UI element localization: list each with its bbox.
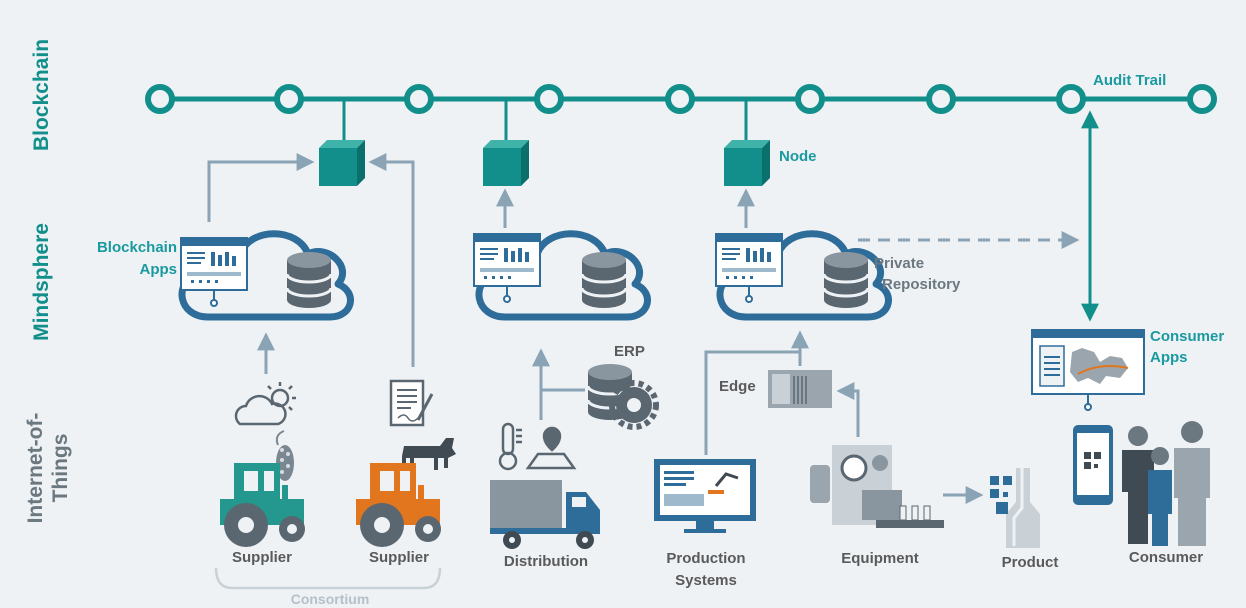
distribution-label: Distribution [504,553,588,570]
tractor-green-icon [220,463,305,547]
layer-label-blockchain: Blockchain [30,39,53,151]
equipment-label: Equipment [841,550,919,567]
blockchain-chain [145,84,1217,114]
consumer-apps-window [1031,329,1145,411]
corn-icon [275,430,294,481]
app-window-icon-1 [180,237,248,307]
consumer-people-icon [1122,421,1210,546]
layer-label-iot-line2: Things [49,434,72,503]
node-label: Node [779,148,817,165]
qr-code-icon [990,476,1012,514]
app-window-icon-3 [715,233,783,303]
thermometer-icon [498,422,522,471]
equipment-icon [810,445,944,528]
database-icon-2 [580,250,628,310]
erp-label: ERP [614,343,645,360]
supplier-label-2: Supplier [369,549,429,566]
tractor-orange-icon [356,463,441,547]
node-cube-2 [483,140,529,186]
edge-device-icon [768,370,832,408]
edge-label: Edge [719,378,756,395]
gear-icon [609,380,659,430]
node-cube-1 [319,140,365,186]
map-pin-icon [525,426,577,470]
consortium-label: Consortium [291,591,370,607]
blockchain-apps-label-1: Blockchain [97,239,177,256]
weather-icon [234,382,296,426]
contract-icon [389,379,434,427]
layer-label-mindsphere: Mindsphere [30,223,53,341]
consortium-bracket [214,567,442,590]
production-monitor-icon [654,459,756,533]
supplier-label-1: Supplier [232,549,292,566]
consumer-apps-label-2: Apps [1150,349,1188,366]
cow-icon [402,438,456,470]
app-window-icon-2 [473,233,541,303]
database-icon-1 [285,250,333,310]
truck-icon [490,480,600,549]
product-label: Product [1002,554,1059,571]
consumer-label: Consumer [1129,549,1203,566]
private-repo-label-1: Private [874,255,924,272]
blockchain-apps-label-2: Apps [140,261,178,278]
production-systems-label-1: Production [666,550,745,567]
production-systems-label-2: Systems [675,572,737,589]
product-bottle-icon [1006,468,1040,548]
smartphone-icon [1073,425,1113,505]
layer-label-iot-line1: Internet-of- [24,413,47,524]
audit-trail-label: Audit Trail [1093,72,1166,89]
arrows-apps-to-nodes [207,153,984,504]
node-cube-3 [724,140,770,186]
private-repo-label-2: Repository [882,276,961,293]
database-icon-3 [822,250,870,310]
consumer-apps-label-1: Consumer [1150,328,1224,345]
